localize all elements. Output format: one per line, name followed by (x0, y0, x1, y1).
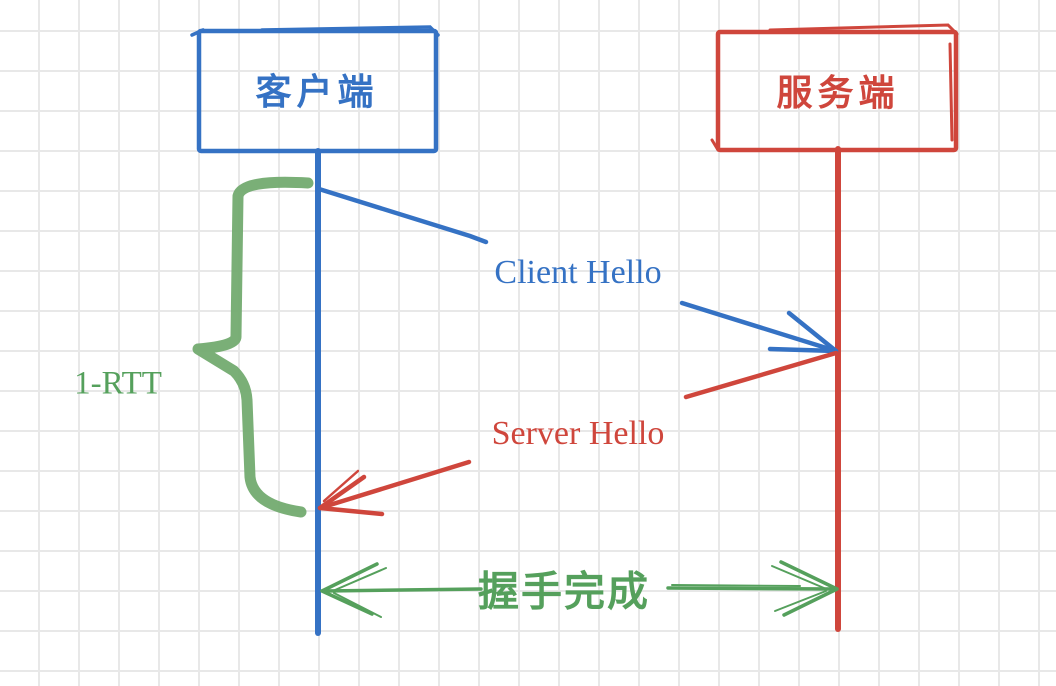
server-hello-arrow (317, 350, 839, 517)
handshake-arrow (320, 560, 839, 618)
client-box (190, 25, 440, 154)
client-actor-label: 客户端 (255, 72, 379, 112)
server-hello-arrowhead (317, 474, 385, 517)
handshake-line-right-sketch (671, 584, 801, 587)
handshake-complete-label: 握手完成 (478, 568, 650, 615)
client-hello-line-end (679, 300, 839, 354)
server-actor-label: 服务端 (776, 73, 900, 113)
handshake-arrowhead-right (779, 560, 839, 617)
server-box (710, 23, 959, 153)
client-hello-arrow (316, 186, 839, 354)
server-hello-label: Server Hello (491, 415, 665, 452)
server-hello-line-end (317, 459, 472, 511)
client-hello-label: Client Hello (494, 254, 662, 291)
rtt-brace (192, 176, 314, 518)
handshake-arrowhead-left-sketch (333, 567, 387, 618)
server-hello-line-start (683, 350, 839, 400)
handshake-arrowhead-left (320, 562, 379, 616)
handshake-line-left (323, 587, 483, 593)
handshake-line-right (666, 586, 836, 591)
rtt-label: 1-RTT (74, 365, 162, 402)
client-hello-arrowhead (767, 310, 839, 354)
server-hello-arrowhead-sketch (322, 469, 360, 503)
handshake-arrowhead-right-sketch (771, 565, 827, 612)
client-hello-line-start (316, 186, 489, 245)
